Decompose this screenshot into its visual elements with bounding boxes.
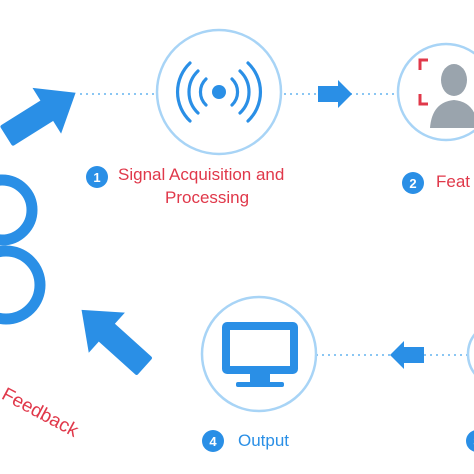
step-2-badge: 2 — [402, 172, 424, 194]
step-4-circle — [200, 295, 318, 413]
step-1-label-line2: Processing — [165, 188, 250, 207]
step-4-badge: 4 — [202, 430, 224, 452]
step-1-label-line1: Signal Acquisition and — [118, 165, 285, 184]
step-2-circle — [396, 42, 474, 142]
step-1-badge: 1 — [86, 166, 108, 188]
face-scan-icon — [418, 58, 474, 128]
feedback-arrow-top — [0, 87, 76, 146]
step-3-circle — [466, 333, 474, 375]
step-4-label: Output — [238, 431, 290, 450]
head-outline-shape — [0, 174, 46, 325]
flow-arrow-right — [318, 80, 352, 108]
monitor-icon — [222, 322, 298, 387]
feedback-arrow-bottom — [81, 309, 152, 375]
step-2-label: Feat — [436, 172, 471, 191]
signal-waves-icon — [176, 61, 262, 123]
flow-arrow-left — [390, 341, 424, 369]
step-1-circle — [155, 28, 283, 156]
